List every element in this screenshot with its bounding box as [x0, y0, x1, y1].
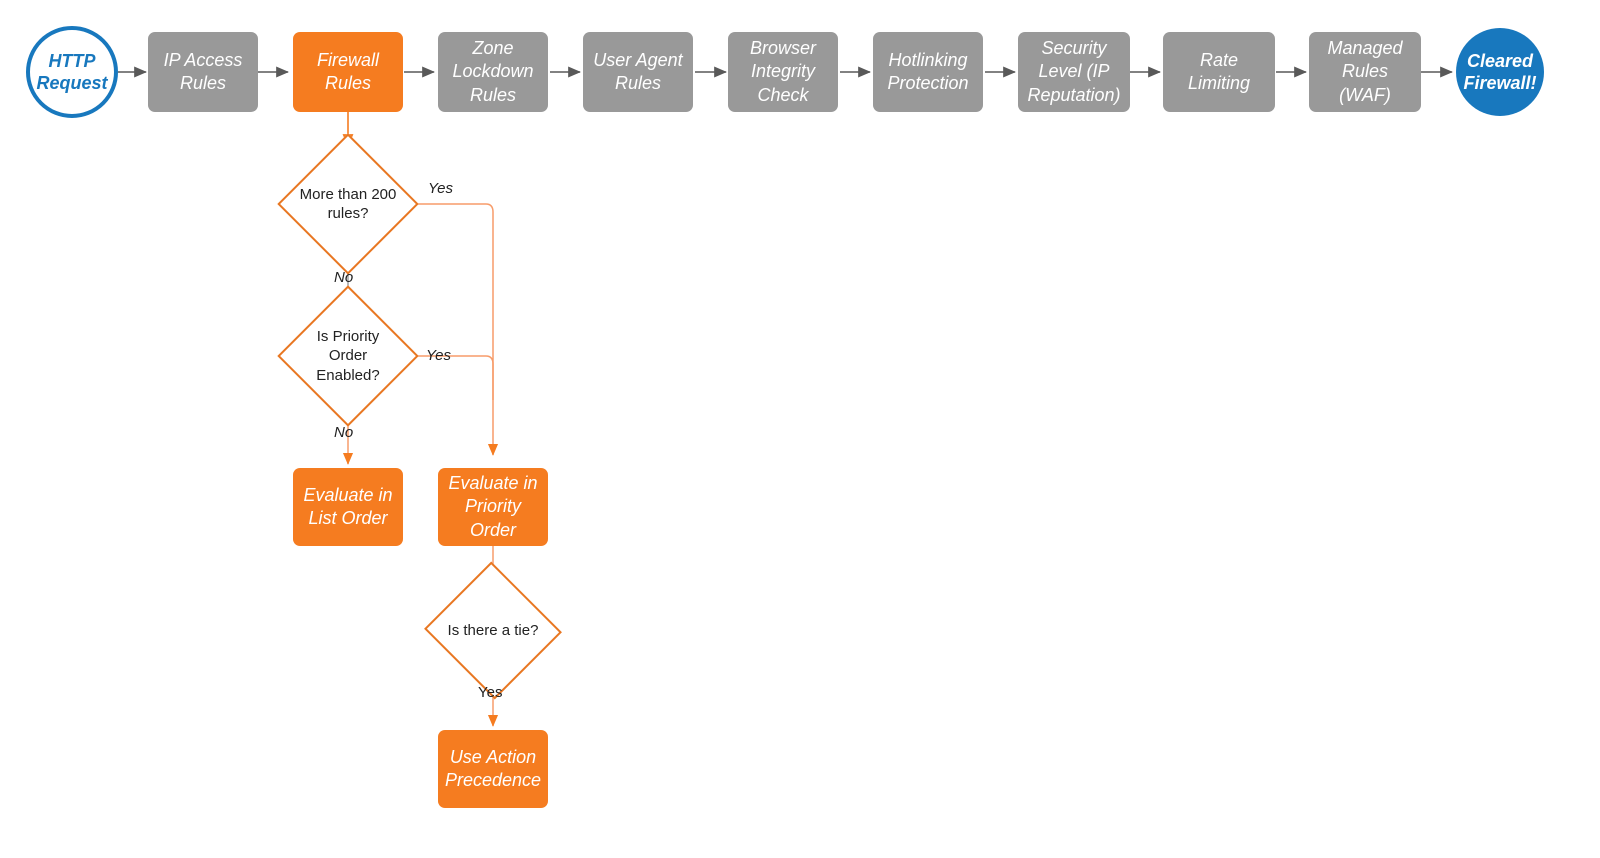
- node-evaluate-list-order[interactable]: Evaluate in List Order: [293, 468, 403, 546]
- decision-is-priority-order-enabled[interactable]: Is Priority Order Enabled?: [277, 285, 419, 427]
- node-http-request[interactable]: HTTP Request: [26, 26, 118, 118]
- node-user-agent-rules[interactable]: User Agent Rules: [583, 32, 693, 112]
- edge-d1-yes: [418, 203, 499, 456]
- node-cleared-firewall[interactable]: Cleared Firewall!: [1456, 28, 1544, 116]
- node-rate-limiting[interactable]: Rate Limiting: [1163, 32, 1275, 112]
- decision-more-than-200-rules-label: More than 200 rules?: [299, 185, 397, 222]
- decision-more-than-200-rules[interactable]: More than 200 rules?: [277, 133, 419, 275]
- node-use-action-precedence[interactable]: Use Action Precedence: [438, 730, 548, 808]
- node-browser-integrity-check-label: Browser Integrity Check: [749, 37, 816, 105]
- edge-label-d3-yes: Yes: [478, 684, 503, 701]
- edge-label-d2-no: No: [334, 424, 354, 441]
- node-security-level[interactable]: Security Level (IP Reputation): [1018, 32, 1130, 112]
- decision-is-priority-order-enabled-label: Is Priority Order Enabled?: [316, 328, 380, 384]
- node-firewall-rules-label: Firewall Rules: [316, 49, 379, 93]
- node-ip-access-rules-label: IP Access Rules: [163, 49, 243, 93]
- edge-label-d2-yes: Yes: [426, 347, 452, 364]
- edge-label-d1-yes: Yes: [428, 180, 454, 197]
- node-evaluate-priority-order-label: Evaluate in Priority Order: [448, 472, 538, 540]
- node-user-agent-rules-label: User Agent Rules: [593, 49, 683, 93]
- decision-is-there-a-tie[interactable]: Is there a tie?: [424, 561, 562, 700]
- node-firewall-rules[interactable]: Firewall Rules: [293, 32, 403, 112]
- node-managed-rules-waf[interactable]: Managed Rules (WAF): [1309, 32, 1421, 112]
- node-ip-access-rules[interactable]: IP Access Rules: [148, 32, 258, 112]
- node-zone-lockdown-rules[interactable]: Zone Lockdown Rules: [438, 32, 548, 112]
- node-zone-lockdown-rules-label: Zone Lockdown Rules: [452, 37, 534, 105]
- node-http-request-label: HTTP Request: [36, 50, 108, 94]
- node-evaluate-list-order-label: Evaluate in List Order: [303, 484, 393, 528]
- node-hotlinking-protection-label: Hotlinking Protection: [887, 49, 969, 93]
- node-hotlinking-protection[interactable]: Hotlinking Protection: [873, 32, 983, 112]
- node-security-level-label: Security Level (IP Reputation): [1027, 37, 1121, 105]
- node-managed-rules-waf-label: Managed Rules (WAF): [1327, 37, 1403, 105]
- decision-is-there-a-tie-label: Is there a tie?: [447, 621, 539, 639]
- node-cleared-firewall-label: Cleared Firewall!: [1463, 50, 1537, 94]
- node-use-action-precedence-label: Use Action Precedence: [444, 746, 542, 790]
- node-browser-integrity-check[interactable]: Browser Integrity Check: [728, 32, 838, 112]
- edge-label-d1-no: No: [334, 269, 354, 286]
- node-evaluate-priority-order[interactable]: Evaluate in Priority Order: [438, 468, 548, 546]
- node-rate-limiting-label: Rate Limiting: [1187, 49, 1251, 93]
